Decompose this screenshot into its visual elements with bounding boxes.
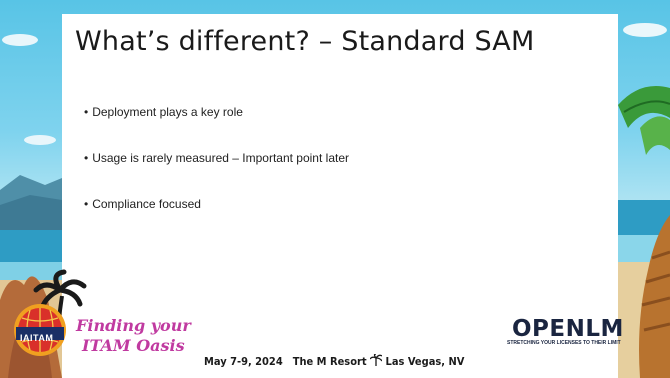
bullet-dot-icon: •	[84, 197, 89, 211]
event-venue: The M Resort	[292, 355, 367, 368]
slide-title: What’s different? – Standard SAM	[75, 26, 535, 57]
bullet-text: Usage is rarely measured – Important poi…	[92, 151, 349, 165]
bullet-list: •Deployment plays a key role •Usage is r…	[84, 104, 349, 242]
palm-leaf-icon	[369, 353, 383, 366]
bullet-item: •Compliance focused	[84, 196, 349, 242]
sponsor-tagline: STRETCHING YOUR LICENSES TO THEIR LIMIT	[507, 340, 621, 346]
event-location: Las Vegas, NV	[385, 355, 465, 368]
bullet-text: Deployment plays a key role	[92, 105, 243, 119]
event-details: May 7-9, 2024 The M Resort Las Vegas, NV	[204, 353, 465, 368]
event-dates: May 7-9, 2024	[204, 355, 283, 368]
conference-name: ITAM Oasis	[82, 336, 185, 355]
sponsor-logo: OPENLM	[512, 316, 624, 342]
bullet-dot-icon: •	[84, 151, 89, 165]
bullet-item: •Deployment plays a key role	[84, 104, 349, 150]
conference-tagline: Finding your	[76, 316, 191, 335]
bullet-item: •Usage is rarely measured – Important po…	[84, 150, 349, 196]
bullet-dot-icon: •	[84, 105, 89, 119]
bullet-text: Compliance focused	[92, 197, 201, 211]
content-panel: What’s different? – Standard SAM •Deploy…	[62, 14, 618, 319]
badge-label: IAITAM	[20, 333, 54, 343]
